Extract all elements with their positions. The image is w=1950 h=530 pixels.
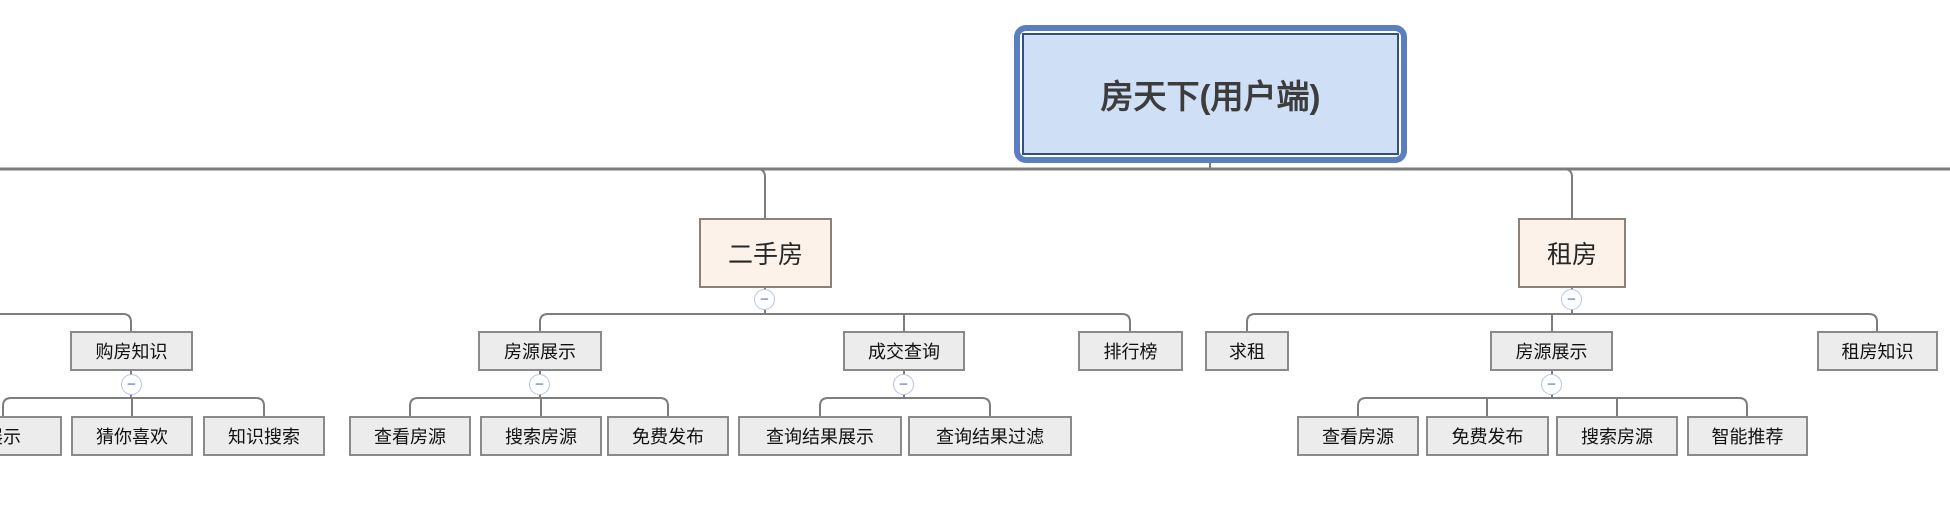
node-guess-you-like[interactable]: 猜你喜欢 — [71, 416, 193, 456]
node-label: 租房 — [1546, 241, 1597, 269]
node-view-listings-secondhand[interactable]: 查看房源 — [349, 416, 471, 456]
node-deal-query[interactable]: 成交查询 — [843, 331, 965, 371]
node-label: 知识搜索 — [228, 427, 300, 447]
node-label: 搜索房源 — [505, 427, 577, 447]
minus-icon: − — [1567, 290, 1576, 308]
collapse-minus-icon-deal-query[interactable]: − — [893, 374, 914, 395]
node-label: 查询结果过滤 — [936, 427, 1044, 447]
node-search-listings-rent[interactable]: 搜索房源 — [1556, 416, 1678, 456]
minus-icon: − — [760, 290, 769, 308]
node-label: 排行榜 — [1103, 342, 1158, 362]
node-purchase-knowledge[interactable]: 购房知识 — [70, 331, 193, 371]
node-search-listings-secondhand[interactable]: 搜索房源 — [480, 416, 602, 456]
node-label: 搜索房源 — [1581, 427, 1653, 447]
node-label: 智能推荐 — [1711, 427, 1784, 447]
node-free-publish-rent[interactable]: 免费发布 — [1426, 416, 1549, 456]
collapse-minus-icon-listing-display-secondhand[interactable]: − — [529, 374, 550, 395]
node-smart-recommend[interactable]: 智能推荐 — [1687, 416, 1808, 456]
node-query-result-display[interactable]: 查询结果展示 — [738, 416, 902, 456]
minus-icon: − — [899, 375, 908, 393]
node-label: 展示 — [0, 427, 21, 447]
node-label: 二手房 — [727, 241, 803, 269]
node-label: 成交查询 — [868, 342, 940, 362]
node-label: 免费发布 — [1451, 427, 1524, 447]
branch-node-rent-house[interactable]: 租房 — [1518, 218, 1626, 288]
minus-icon: − — [1547, 375, 1556, 393]
node-ranking-list[interactable]: 排行榜 — [1078, 331, 1183, 371]
node-free-publish-secondhand[interactable]: 免费发布 — [607, 416, 729, 456]
root-node-inner: 房天下(用户端) — [1022, 33, 1399, 155]
collapse-minus-icon-secondhand[interactable]: − — [754, 289, 775, 310]
node-view-listings-rent[interactable]: 查看房源 — [1297, 416, 1419, 456]
node-display-clipped[interactable]: 展示 — [0, 416, 62, 456]
root-node[interactable]: 房天下(用户端) — [1014, 25, 1407, 163]
node-label: 求租 — [1229, 342, 1265, 362]
root-node-label: 房天下(用户端) — [1100, 78, 1321, 115]
node-label: 房源展示 — [504, 342, 576, 362]
node-label: 猜你喜欢 — [96, 427, 168, 447]
branch-node-secondhand-house[interactable]: 二手房 — [699, 218, 832, 288]
collapse-minus-icon-listing-display-rent[interactable]: − — [1541, 374, 1562, 395]
collapse-minus-icon-purchase-knowledge[interactable]: − — [121, 374, 142, 395]
node-knowledge-search[interactable]: 知识搜索 — [203, 416, 325, 456]
node-label: 租房知识 — [1841, 342, 1914, 362]
node-listing-display-secondhand[interactable]: 房源展示 — [478, 331, 602, 371]
node-rent-seeking[interactable]: 求租 — [1205, 331, 1289, 371]
node-listing-display-rent[interactable]: 房源展示 — [1490, 331, 1613, 371]
node-rent-knowledge[interactable]: 租房知识 — [1817, 331, 1938, 371]
node-label: 查询结果展示 — [766, 427, 874, 447]
collapse-minus-icon-rent[interactable]: − — [1561, 289, 1582, 310]
node-label: 购房知识 — [95, 342, 168, 362]
minus-icon: − — [127, 375, 136, 393]
node-label: 查看房源 — [374, 427, 446, 447]
node-label: 房源展示 — [1515, 342, 1588, 362]
node-label: 免费发布 — [632, 427, 704, 447]
node-label: 查看房源 — [1322, 427, 1394, 447]
node-query-result-filter[interactable]: 查询结果过滤 — [908, 416, 1072, 456]
minus-icon: − — [535, 375, 544, 393]
